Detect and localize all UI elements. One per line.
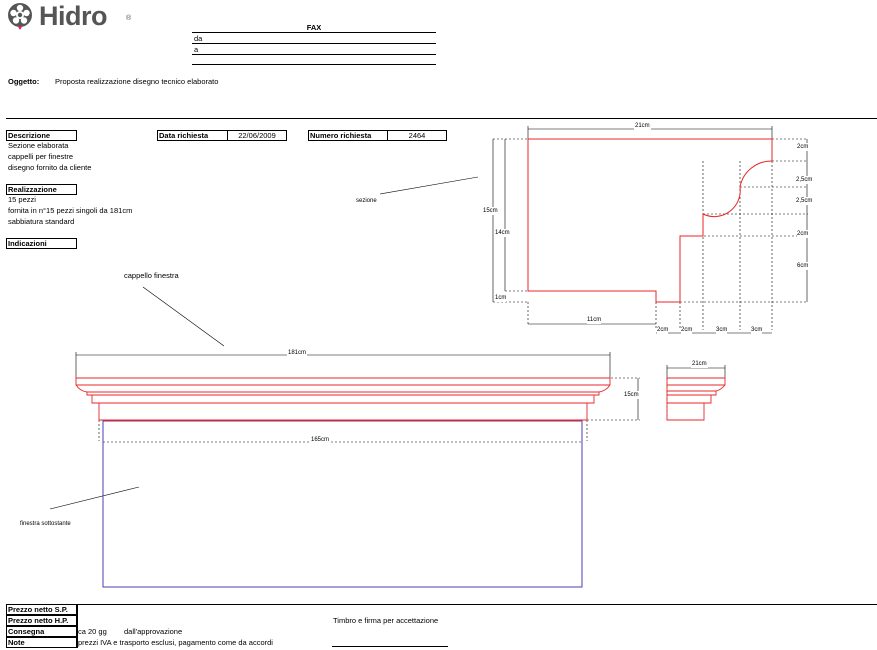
section-profile-drawing <box>379 126 808 334</box>
note-label: Note <box>6 637 77 648</box>
fax-rule-bottom <box>192 64 436 65</box>
logo-text: Hidro <box>39 1 108 31</box>
fax-rule-to <box>192 54 436 55</box>
indicazioni-label: Indicazioni <box>6 238 77 249</box>
numero-richiesta-value: 2464 <box>387 130 447 141</box>
section-profile-outline <box>527 138 773 303</box>
cap-side-outline <box>666 377 726 421</box>
dim-section-inner-height: 14cm <box>495 229 510 237</box>
data-richiesta-label: Data richiesta <box>157 130 228 141</box>
consegna-label: Consegna <box>6 626 77 637</box>
realizzazione-line-1: 15 pezzi <box>8 195 36 204</box>
section-divider <box>6 118 877 119</box>
side-elevation-drawing <box>666 365 726 420</box>
consegna-extra: dall'approvazione <box>124 627 183 636</box>
consegna-value: ca 20 gg <box>78 627 107 636</box>
footer-divider <box>6 604 877 605</box>
dim-right-1: 2cm <box>797 143 809 151</box>
cap-label: cappello finestra <box>124 271 179 280</box>
data-richiesta-value: 22/06/2009 <box>227 130 287 141</box>
descrizione-label: Descrizione <box>6 130 77 141</box>
dim-right-4: 2cm <box>797 230 809 238</box>
dim-right-3: 2,5cm <box>796 197 813 205</box>
realizzazione-line-3: sabbiatura standard <box>8 217 75 226</box>
cap-front-outline <box>75 377 611 421</box>
descrizione-line-2: cappelli per finestre <box>8 152 74 161</box>
window-outline <box>102 420 583 588</box>
dim-right-2: 2,5cm <box>796 176 813 184</box>
section-label: sezione <box>356 198 377 204</box>
dim-bottom-1: 11cm <box>587 316 602 324</box>
dim-front-length: 181cm <box>287 349 308 357</box>
logo: Hidro ® <box>6 1 136 32</box>
dim-bottom-4: 3cm <box>716 326 728 334</box>
fax-rule-from <box>192 43 436 44</box>
front-elevation-drawing <box>49 286 640 510</box>
dim-window-width: 165cm <box>310 436 331 444</box>
dim-section-height: 15cm <box>483 207 498 215</box>
note-value: prezzi IVA e trasporto esclusi, pagament… <box>78 638 273 647</box>
dim-bottom-3: 2cm <box>681 326 693 334</box>
descrizione-line-1: Sezione elaborata <box>8 141 69 150</box>
prezzo-hp-label: Prezzo netto H.P. <box>6 615 77 626</box>
dim-right-5: 6cm <box>797 262 809 270</box>
fax-to-label: a <box>194 45 199 54</box>
realizzazione-line-2: fornita in n°15 pezzi singoli da 181cm <box>8 206 133 215</box>
descrizione-line-3: disegno fornito da cliente <box>8 163 92 172</box>
signature-line[interactable] <box>332 646 448 647</box>
dim-section-width: 21cm <box>634 122 651 130</box>
dim-section-base: 1cm <box>495 294 507 302</box>
realizzazione-label: Realizzazione <box>6 184 77 195</box>
fax-rule-top <box>192 32 436 33</box>
numero-richiesta-label: Numero richiesta <box>308 130 388 141</box>
fax-title: FAX <box>306 23 322 32</box>
subject-label: Oggetto: <box>8 77 40 86</box>
dim-side-width: 21cm <box>691 360 708 368</box>
flower-icon <box>8 3 32 30</box>
registered-mark: ® <box>126 15 132 22</box>
dim-bottom-2: 2cm <box>657 326 669 334</box>
prezzo-sp-label: Prezzo netto S.P. <box>6 604 77 615</box>
fax-from-label: da <box>194 34 203 43</box>
window-label: finestra sottostante <box>20 521 71 527</box>
dim-bottom-5: 3cm <box>751 326 763 334</box>
dim-front-height: 15cm <box>624 391 639 399</box>
subject-value: Proposta realizzazione disegno tecnico e… <box>55 77 219 86</box>
footer-value-column <box>77 604 78 648</box>
stamp-label: Timbro e firma per accettazione <box>333 616 439 625</box>
